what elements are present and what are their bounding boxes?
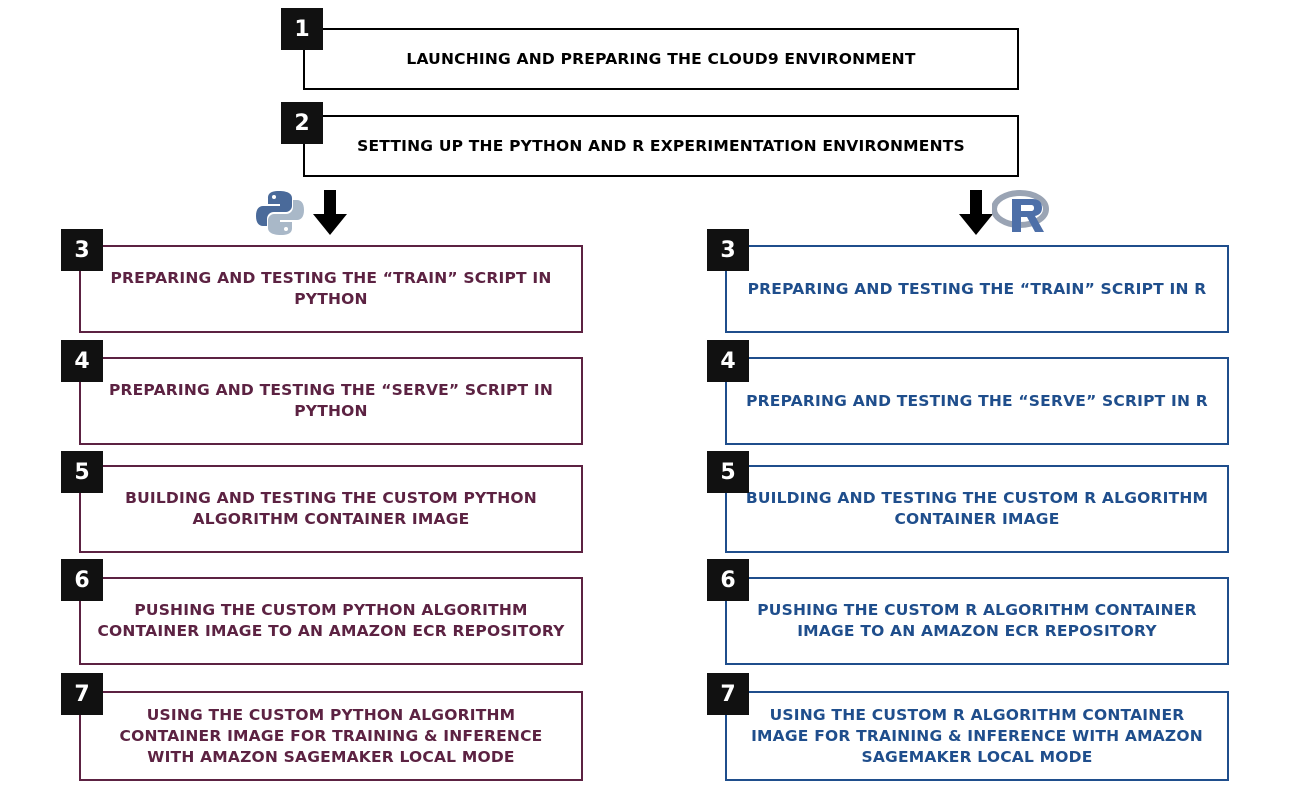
python-step-3-label: PREPARING AND TESTING THE “TRAIN” SCRIPT… [110,269,552,308]
r-step-6-badge: 6 [707,559,749,601]
r-step-7-label: USING THE CUSTOM R ALGORITHM CONTAINER I… [751,705,1203,766]
python-step-3-badge: 3 [61,229,103,271]
r-step-3-label: PREPARING AND TESTING THE “TRAIN” SCRIPT… [747,279,1207,298]
r-step-4-box: PREPARING AND TESTING THE “SERVE” SCRIPT… [725,357,1229,445]
r-step-7-box: USING THE CUSTOM R ALGORITHM CONTAINER I… [725,691,1229,781]
r-down-arrow-icon [959,190,993,235]
python-step-4-badge: 4 [61,340,103,382]
python-step-7-box: USING THE CUSTOM PYTHON ALGORITHM CONTAI… [79,691,583,781]
r-step-5-badge: 5 [707,451,749,493]
r-step-3-box: PREPARING AND TESTING THE “TRAIN” SCRIPT… [725,245,1229,333]
step-2-badge: 2 [281,102,323,144]
python-step-7-badge: 7 [61,673,103,715]
python-step-6-label: PUSHING THE CUSTOM PYTHON ALGORITHM CONT… [97,601,565,640]
step-1-box: LAUNCHING AND PREPARING THE CLOUD9 ENVIR… [303,28,1019,90]
python-step-4-box: PREPARING AND TESTING THE “SERVE” SCRIPT… [79,357,583,445]
python-step-6-badge: 6 [61,559,103,601]
python-step-5-box: BUILDING AND TESTING THE CUSTOM PYTHON A… [79,465,583,553]
r-step-5-label: BUILDING AND TESTING THE CUSTOM R ALGORI… [745,489,1209,528]
python-step-4-label: PREPARING AND TESTING THE “SERVE” SCRIPT… [108,381,554,420]
r-step-5-box: BUILDING AND TESTING THE CUSTOM R ALGORI… [725,465,1229,553]
r-step-6-label: PUSHING THE CUSTOM R ALGORITHM CONTAINER… [757,601,1197,640]
python-step-5-badge: 5 [61,451,103,493]
r-step-6-box: PUSHING THE CUSTOM R ALGORITHM CONTAINER… [725,577,1229,665]
python-step-3-box: PREPARING AND TESTING THE “TRAIN” SCRIPT… [79,245,583,333]
python-logo-icon [256,191,304,235]
step-2-label: SETTING UP THE PYTHON AND R EXPERIMENTAT… [357,136,965,155]
python-down-arrow-icon [313,190,347,235]
r-step-4-label: PREPARING AND TESTING THE “SERVE” SCRIPT… [746,391,1208,410]
python-step-6-box: PUSHING THE CUSTOM PYTHON ALGORITHM CONT… [79,577,583,665]
python-step-7-label: USING THE CUSTOM PYTHON ALGORITHM CONTAI… [119,705,543,766]
r-step-3-badge: 3 [707,229,749,271]
step-2-box: SETTING UP THE PYTHON AND R EXPERIMENTAT… [303,115,1019,177]
r-step-7-badge: 7 [707,673,749,715]
r-step-4-badge: 4 [707,340,749,382]
step-1-label: LAUNCHING AND PREPARING THE CLOUD9 ENVIR… [406,49,916,68]
r-logo-icon [992,190,1049,232]
python-step-5-label: BUILDING AND TESTING THE CUSTOM PYTHON A… [125,489,537,528]
step-1-badge: 1 [281,8,323,50]
